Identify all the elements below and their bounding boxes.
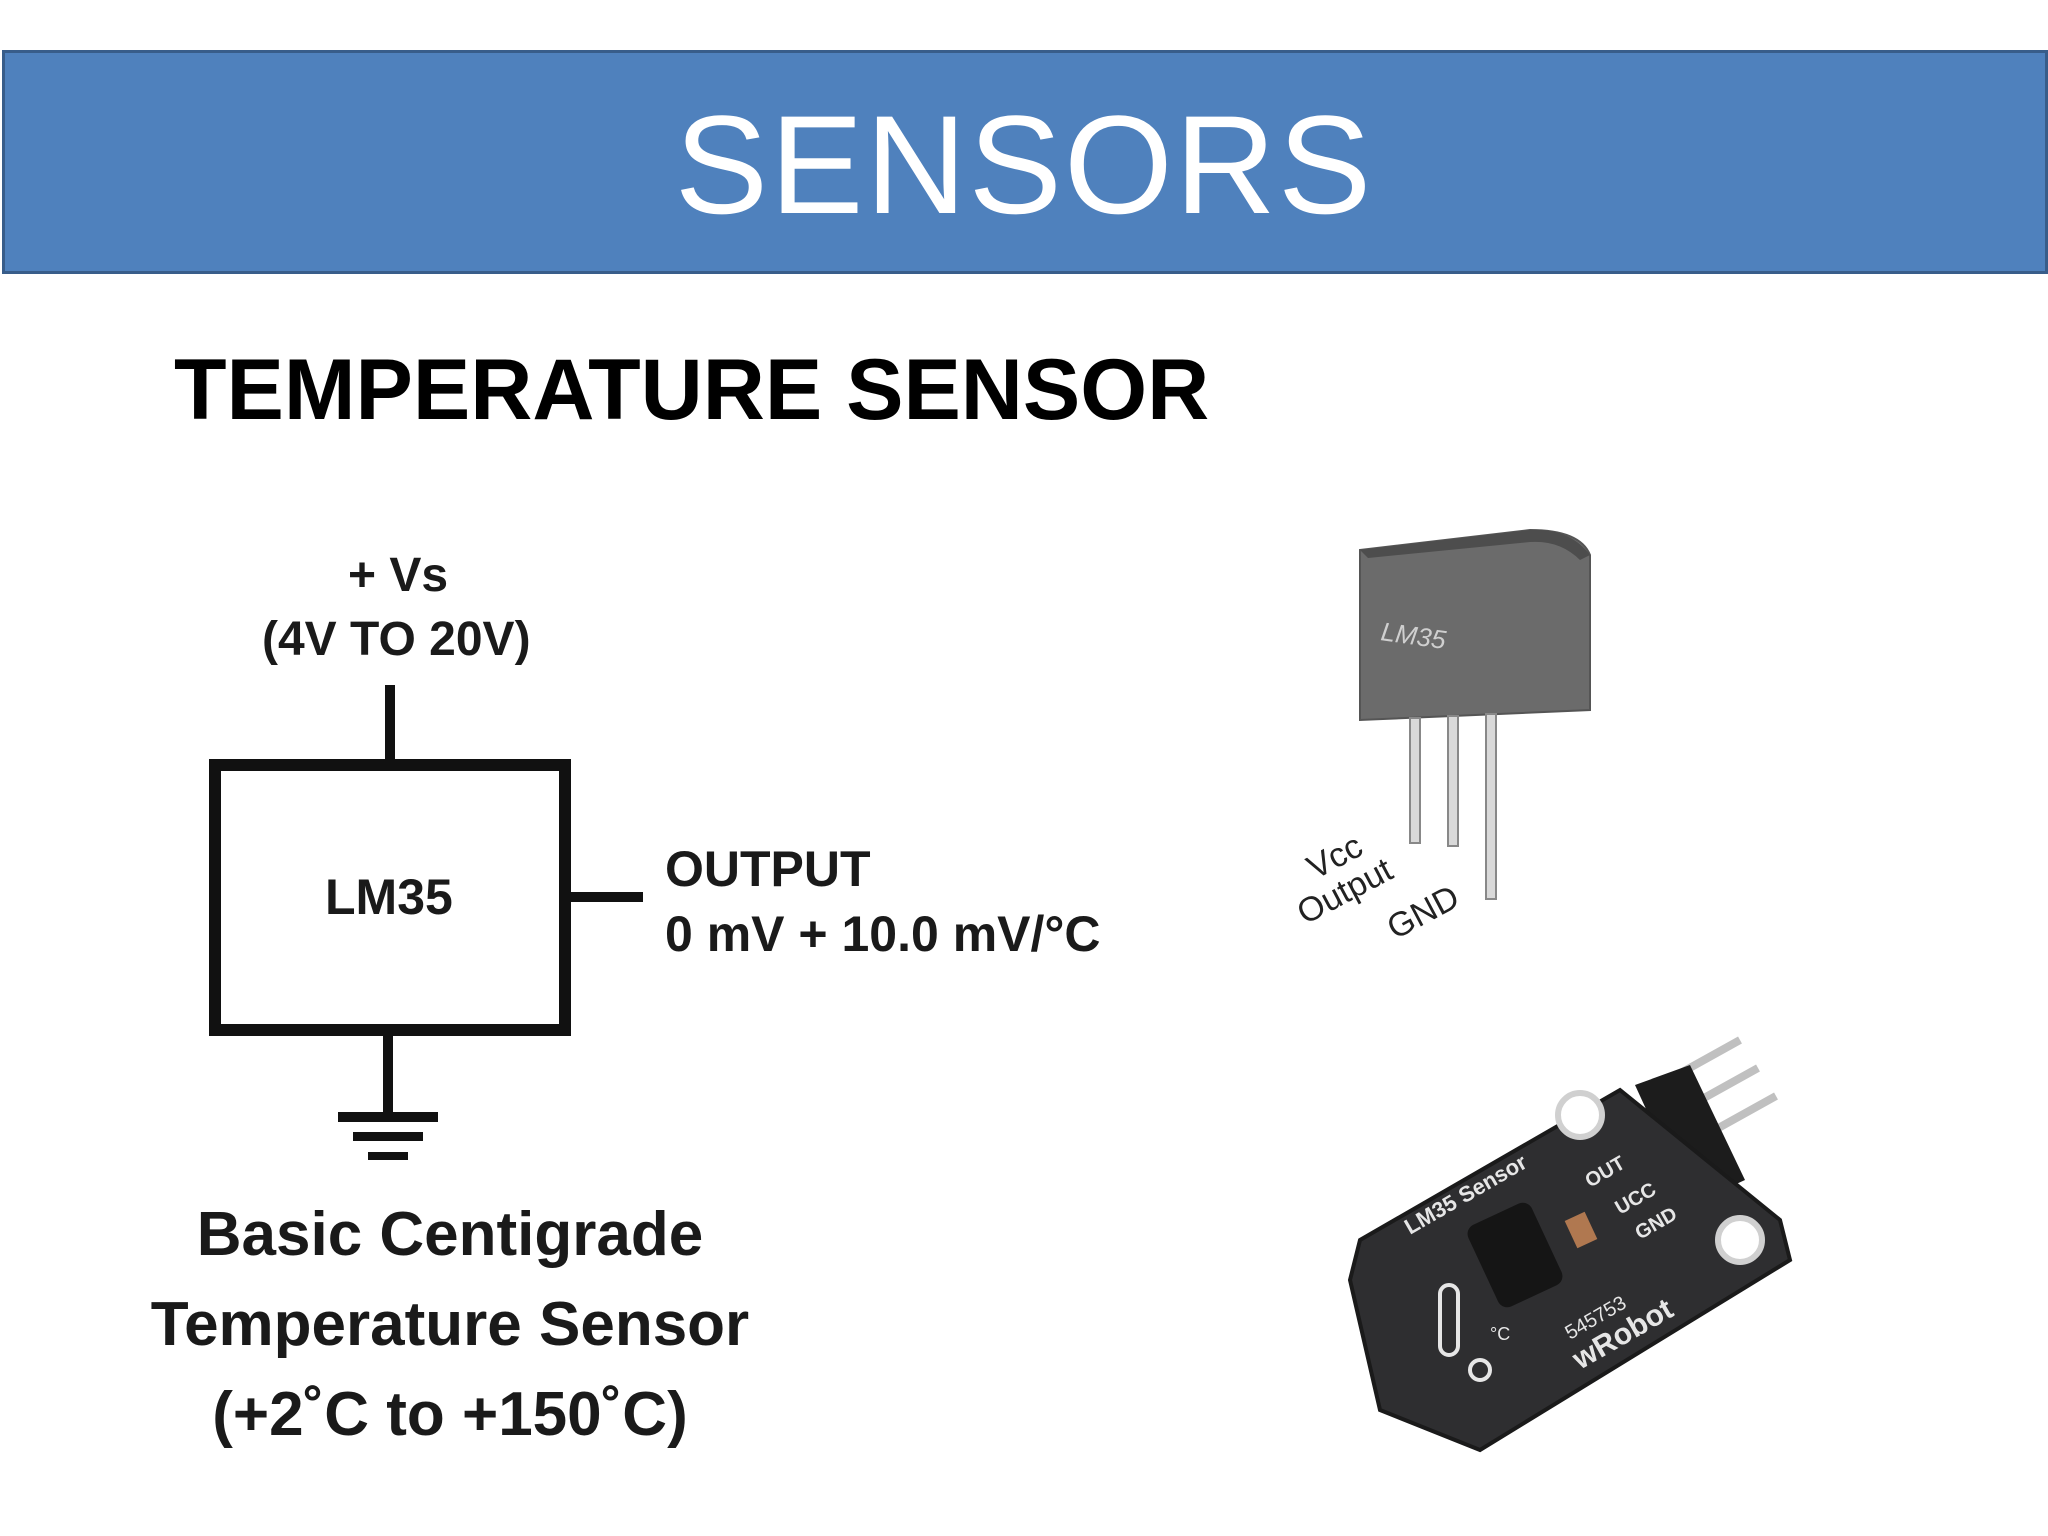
caption-line-3: (+2˚C to +150˚C)	[212, 1380, 688, 1449]
lm35-module-illustration: LM35 Sensor OUT UCC GND 545753 wRobot °C	[1347, 1036, 1793, 1453]
ground-wire	[383, 1030, 393, 1115]
chip-label: LM35	[325, 869, 453, 925]
smd-component	[1564, 1211, 1598, 1249]
thermometer-icon	[1438, 1283, 1492, 1382]
pin-vcc	[1409, 717, 1421, 844]
pin-output	[1447, 715, 1459, 847]
schematic-caption: Basic Centigrade Temperature Sensor (+2˚…	[60, 1190, 840, 1460]
slide-subtitle: TEMPERATURE SENSOR	[174, 342, 1210, 438]
module-board	[1347, 1087, 1793, 1453]
supply-range-label: (4V TO 20V)	[262, 613, 531, 666]
board-unit-mark: °C	[1490, 1324, 1510, 1344]
package-top	[1360, 529, 1590, 560]
pin-gnd	[1485, 713, 1497, 900]
output-formula: 0 mV + 10.0 mV/°C	[665, 906, 1101, 962]
caption-line-2: Temperature Sensor	[150, 1290, 750, 1359]
chip-box	[209, 759, 571, 1036]
lm35-package-illustration: LM35 Vcc Output GND	[1291, 528, 1591, 947]
caption-line-1: Basic Centigrade	[196, 1200, 704, 1269]
supply-wire	[385, 685, 395, 765]
lm35-schematic	[209, 685, 643, 1160]
pin-label-gnd: GND	[1381, 878, 1466, 947]
slide-title: SENSORS	[674, 86, 1374, 243]
output-wire	[565, 892, 643, 902]
sensor-component	[1467, 1202, 1563, 1308]
supply-label: + Vs	[348, 549, 449, 602]
ground-icon	[338, 1112, 438, 1160]
mount-hole-2	[1715, 1215, 1765, 1265]
output-label: OUTPUT	[665, 841, 871, 897]
title-bar	[2, 50, 2048, 274]
mount-hole-1	[1555, 1090, 1605, 1140]
